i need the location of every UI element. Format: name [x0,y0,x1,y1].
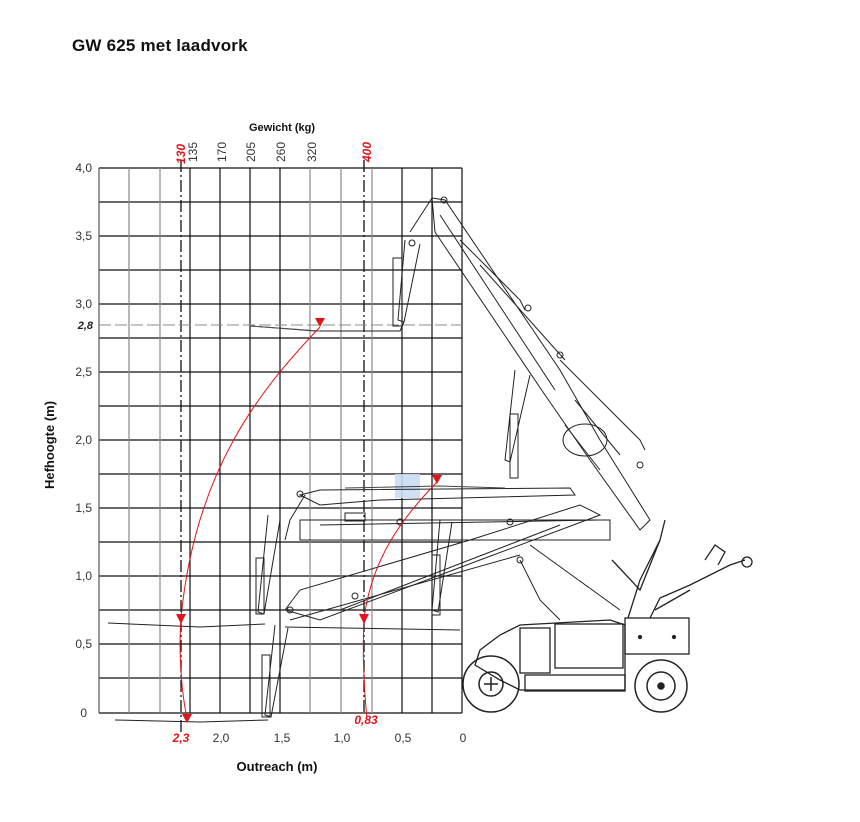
arrow-down-icon [359,614,369,624]
chart-grid [98,160,463,735]
page-title: GW 625 met laadvork [72,36,248,55]
arrow-down-icon [176,614,186,624]
y-tick: 3,0 [75,297,92,311]
arrow-markers [176,318,442,723]
weight-tick: 205 [244,142,258,162]
boom-lowered [114,504,621,723]
wheel-rear [462,655,520,713]
y-tick: 2,5 [75,365,92,379]
x-axis-ticks: 2,0 1,5 1,0 0,5 0 2,3 0,83 [172,713,467,745]
weight-tick-highlight: 400 [360,142,374,163]
weight-tick: 170 [215,142,229,162]
x-axis-title: Outreach (m) [237,759,318,774]
machine-drawing [107,196,753,723]
arrow-down-icon [315,318,325,327]
max-outreach-label: 2,3 [172,731,190,745]
x-tick: 0,5 [395,731,412,745]
x-tick: 0 [460,731,467,745]
y-tick: 4,0 [75,161,92,175]
weight-tick: 320 [305,142,319,162]
weight-tick: 260 [274,142,288,162]
y-tick: 1,5 [75,501,92,515]
y-tick: 1,0 [75,569,92,583]
y-axis-ticks: 4,0 3,5 3,0 2,5 2,0 1,5 1,0 0,5 0 2,8 [75,161,94,720]
y-tick: 0,5 [75,637,92,651]
y-tick: 2,0 [75,433,92,447]
min-outreach-label: 0,83 [354,713,378,727]
weight-axis-title: Gewicht (kg) [249,122,315,134]
weight-tick: 135 [186,142,200,162]
max-outreach-curve [179,326,321,719]
arrow-down-icon [432,475,442,484]
weight-ticks: 130 135 170 205 260 320 400 [174,142,374,164]
x-tick: 1,5 [274,731,291,745]
fork-path-curves [179,326,438,719]
y-axis-title: Hefhoogte (m) [42,401,57,489]
arrow-down-icon [182,714,192,723]
height-marker-label: 2,8 [77,320,94,332]
x-tick: 1,0 [334,731,351,745]
boom-horizontal [107,487,611,631]
fork-top [249,325,321,332]
wheel-front [634,659,688,713]
x-tick: 2,0 [213,731,230,745]
highlight-box [395,474,420,498]
weight-tick-highlight: 130 [174,144,188,164]
y-tick: 0 [80,706,87,720]
y-tick: 3,5 [75,229,92,243]
